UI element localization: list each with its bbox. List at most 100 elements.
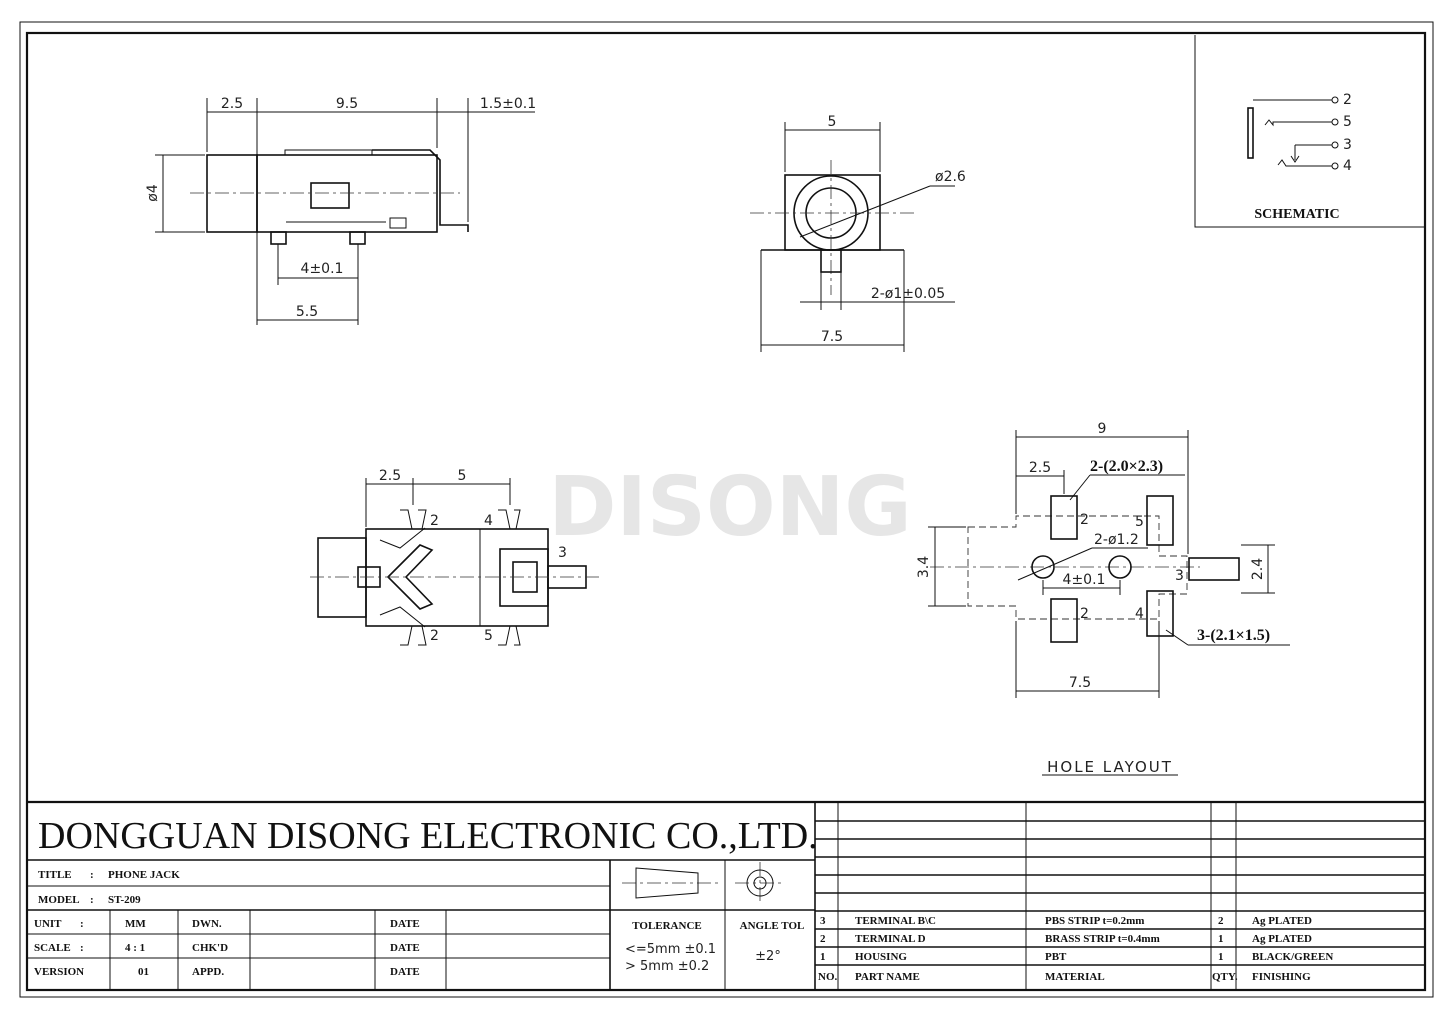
model-value: ST-209 bbox=[108, 894, 141, 906]
date-label-2: DATE bbox=[390, 942, 420, 954]
dim-top-5: 5 bbox=[458, 468, 467, 484]
title-block: DONGGUAN DISONG ELECTRONIC CO.,LTD. TITL… bbox=[27, 800, 1425, 990]
bom-row-3-qty: 1 bbox=[1218, 951, 1224, 963]
version-label: VERSION bbox=[34, 966, 84, 978]
dwn-label: DWN. bbox=[192, 918, 222, 930]
bom-row-3-no: 1 bbox=[820, 951, 826, 963]
chkd-label: CHK'D bbox=[192, 942, 228, 954]
date-label-1: DATE bbox=[390, 918, 420, 930]
tolerance-label: TOLERANCE bbox=[632, 920, 701, 932]
model-label: MODEL bbox=[38, 894, 80, 906]
appd-label: APPD. bbox=[192, 966, 224, 978]
schematic-pin-4: 4 bbox=[1343, 158, 1352, 174]
hole-pin-2b: 2 bbox=[1080, 606, 1089, 622]
dim-hole-4: 4±0.1 bbox=[1063, 572, 1106, 588]
dim-hole-9: 9 bbox=[1098, 421, 1107, 437]
bom-header-no: NO. bbox=[818, 971, 838, 983]
svg-text::: : bbox=[90, 894, 94, 906]
pad-2-top bbox=[1050, 495, 1078, 540]
hole-right bbox=[1108, 555, 1132, 579]
unit-value: MM bbox=[125, 918, 146, 930]
side-view: 2.5 9.5 1.5±0.1 ø4 4±0.1 5.5 bbox=[145, 96, 536, 325]
dim-front-dia-2-6: ø2.6 bbox=[935, 169, 966, 185]
hole-layout: 9 2.5 2-(2.0×2.3) 2-ø1.2 3.4 4±0.1 2.4 3… bbox=[916, 421, 1290, 776]
dim-side-dia-4: ø4 bbox=[145, 184, 161, 202]
bom-row-1-part: TERMINAL B\C bbox=[855, 915, 936, 927]
dim-front-7-5: 7.5 bbox=[821, 329, 843, 345]
hole-pin-5: 5 bbox=[1135, 514, 1144, 530]
dim-hole-2-5: 2.5 bbox=[1029, 460, 1051, 476]
svg-text::: : bbox=[90, 869, 94, 881]
hole-pin-2a: 2 bbox=[1080, 512, 1089, 528]
svg-text::: : bbox=[80, 918, 84, 930]
bom-row-1-qty: 2 bbox=[1218, 915, 1224, 927]
hole-layout-label: HOLE LAYOUT bbox=[1047, 758, 1173, 776]
angle-tol-value: ±2° bbox=[755, 949, 781, 964]
schematic: 2 5 3 4 SCHEMATIC bbox=[1194, 35, 1425, 228]
dim-front-2-dia-1: 2-ø1±0.05 bbox=[871, 286, 945, 302]
bom-row-2-no: 2 bbox=[820, 933, 826, 945]
dim-hole-2-4: 2.4 bbox=[1250, 558, 1266, 580]
dim-top-2-5: 2.5 bbox=[379, 468, 401, 484]
angle-tol-label: ANGLE TOL bbox=[740, 920, 805, 932]
pad-2-bottom bbox=[1050, 598, 1078, 643]
bom-row-2-material: BRASS STRIP t=0.4mm bbox=[1045, 933, 1160, 945]
dim-side-2-5: 2.5 bbox=[221, 96, 243, 112]
bom-row-1-material: PBS STRIP t=0.2mm bbox=[1045, 915, 1144, 927]
schematic-label: SCHEMATIC bbox=[1254, 207, 1339, 222]
top-pin-2b: 2 bbox=[430, 628, 439, 644]
inner-border bbox=[25, 31, 1427, 992]
version-value: 01 bbox=[138, 966, 149, 978]
pad-3 bbox=[1188, 557, 1240, 581]
bom-row-3-part: HOUSING bbox=[855, 951, 907, 963]
top-pin-5: 5 bbox=[484, 628, 493, 644]
watermark: DISONG bbox=[548, 460, 911, 555]
schematic-pin-2: 2 bbox=[1343, 92, 1352, 108]
front-view: 5 ø2.6 2-ø1±0.05 7.5 bbox=[750, 114, 966, 352]
title-value: PHONE JACK bbox=[108, 869, 180, 881]
tolerance-line-2: > 5mm ±0.2 bbox=[625, 959, 709, 974]
top-pin-2a: 2 bbox=[430, 513, 439, 529]
dim-hole-7-5: 7.5 bbox=[1069, 675, 1091, 691]
dim-front-5: 5 bbox=[828, 114, 837, 130]
date-label-3: DATE bbox=[390, 966, 420, 978]
hole-pin-4: 4 bbox=[1135, 606, 1144, 622]
dim-hole-pad-2x2-3: 2-(2.0×2.3) bbox=[1090, 458, 1163, 475]
top-pin-4: 4 bbox=[484, 513, 493, 529]
top-pin-3: 3 bbox=[558, 545, 567, 561]
bom-header-part-name: PART NAME bbox=[855, 971, 920, 983]
bom-row-3-finishing: BLACK/GREEN bbox=[1252, 951, 1333, 963]
scale-value: 4 : 1 bbox=[125, 942, 145, 954]
outer-border bbox=[19, 21, 1434, 998]
dim-hole-2-dia-1-2: 2-ø1.2 bbox=[1094, 532, 1139, 548]
company-name: DONGGUAN DISONG ELECTRONIC CO.,LTD. bbox=[38, 815, 818, 857]
bom-row-2-qty: 1 bbox=[1218, 933, 1224, 945]
schematic-pin-3: 3 bbox=[1343, 137, 1352, 153]
dim-side-4: 4±0.1 bbox=[301, 261, 344, 277]
pad-5 bbox=[1146, 495, 1174, 546]
bom-table: 3 TERMINAL B\C PBS STRIP t=0.2mm 2 Ag PL… bbox=[815, 802, 1425, 990]
hole-pin-3: 3 bbox=[1175, 568, 1184, 584]
bom-row-2-finishing: Ag PLATED bbox=[1252, 933, 1312, 945]
bom-header-qty: QTY. bbox=[1212, 971, 1238, 983]
dim-side-5-5: 5.5 bbox=[296, 304, 318, 320]
schematic-pin-5: 5 bbox=[1343, 114, 1352, 130]
dim-side-9-5: 9.5 bbox=[336, 96, 358, 112]
unit-label: UNIT bbox=[34, 918, 62, 930]
title-label: TITLE bbox=[38, 869, 72, 881]
pad-4 bbox=[1146, 590, 1174, 637]
svg-text::: : bbox=[80, 942, 84, 954]
bom-row-1-no: 3 bbox=[820, 915, 826, 927]
bom-header-material: MATERIAL bbox=[1045, 971, 1105, 983]
dim-hole-pad-2-1x1-5: 3-(2.1×1.5) bbox=[1197, 627, 1270, 644]
projection-symbol-icon bbox=[622, 862, 785, 905]
hole-left bbox=[1031, 555, 1055, 579]
dim-hole-3-4: 3.4 bbox=[916, 556, 932, 578]
tolerance-line-1: <=5mm ±0.1 bbox=[625, 942, 716, 957]
top-view: 2.5 5 2 4 3 2 5 bbox=[310, 468, 600, 646]
dim-side-1-5: 1.5±0.1 bbox=[480, 96, 536, 112]
bom-row-1-finishing: Ag PLATED bbox=[1252, 915, 1312, 927]
bom-row-3-material: PBT bbox=[1045, 951, 1067, 963]
scale-label: SCALE bbox=[34, 942, 71, 954]
